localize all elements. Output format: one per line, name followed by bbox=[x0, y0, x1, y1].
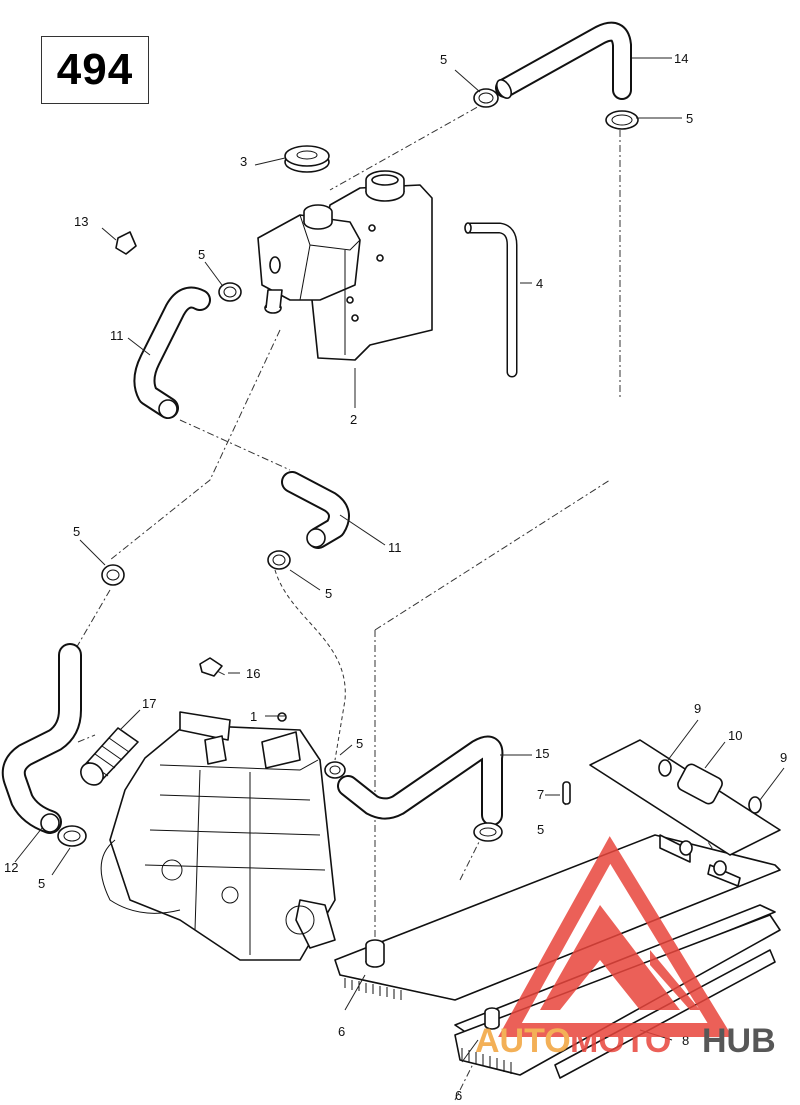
watermark-logo: AUTO MOTO HUB bbox=[475, 836, 776, 1060]
bellows-17 bbox=[80, 727, 139, 786]
reservoir-tank bbox=[257, 170, 433, 361]
radiator-lower-fins bbox=[461, 1048, 512, 1074]
radiator-upper bbox=[334, 834, 781, 1001]
callout-5-midleft: 5 bbox=[73, 524, 80, 539]
clamp-top bbox=[473, 88, 499, 108]
callout-14: 14 bbox=[674, 51, 688, 66]
watermark-text-auto: AUTO bbox=[475, 1022, 571, 1060]
fitting-13 bbox=[115, 231, 137, 255]
clamp-hose15 bbox=[473, 822, 503, 842]
hose-4 bbox=[464, 222, 518, 378]
callout-5-mid: 5 bbox=[325, 586, 332, 601]
callout-5-tank: 5 bbox=[198, 247, 205, 262]
callout-7: 7 bbox=[537, 787, 544, 802]
screw-7 bbox=[562, 781, 571, 805]
callout-3: 3 bbox=[240, 154, 247, 169]
hose-14 bbox=[495, 21, 632, 100]
callout-17: 17 bbox=[142, 696, 156, 711]
hose-15 bbox=[337, 735, 504, 826]
callout-5-hose12: 5 bbox=[38, 876, 45, 891]
watermark-triangle-icon bbox=[498, 836, 733, 1037]
callout-11-upper: 11 bbox=[110, 328, 124, 343]
hose-11-upper bbox=[133, 286, 211, 419]
callout-13: 13 bbox=[74, 214, 88, 229]
clamp-right-top bbox=[605, 110, 639, 130]
callout-5-top: 5 bbox=[440, 52, 447, 67]
sensor-16 bbox=[199, 657, 223, 677]
clamp-hose12 bbox=[57, 825, 87, 847]
clamp-mid bbox=[267, 550, 291, 570]
callout-6-lower: 6 bbox=[455, 1088, 462, 1103]
callouts: 1 2 3 4 5 5 5 5 5 5 5 5 6 6 7 8 9 9 10 1… bbox=[4, 51, 787, 1103]
callout-12: 12 bbox=[4, 860, 18, 875]
clamp-engine bbox=[324, 761, 346, 779]
clamps bbox=[57, 88, 639, 847]
pressure-cap bbox=[284, 145, 330, 173]
callout-9-right: 9 bbox=[780, 750, 787, 765]
coupler-10 bbox=[677, 763, 723, 805]
engine-block bbox=[100, 711, 336, 961]
callout-5-right: 5 bbox=[686, 111, 693, 126]
hose-12 bbox=[1, 643, 82, 834]
callout-9-left: 9 bbox=[694, 701, 701, 716]
clamp-mid-left bbox=[101, 564, 125, 586]
callout-2: 2 bbox=[350, 412, 357, 427]
callout-10: 10 bbox=[728, 728, 742, 743]
callout-5-hose15: 5 bbox=[537, 822, 544, 837]
page-number: 494 bbox=[56, 45, 134, 94]
callout-4: 4 bbox=[536, 276, 543, 291]
callout-15: 15 bbox=[535, 746, 549, 761]
watermark-text-moto: MOTO bbox=[570, 1022, 671, 1060]
hose-11-lower bbox=[281, 471, 350, 549]
clamp-tank bbox=[218, 282, 242, 302]
bracket-plate bbox=[589, 739, 781, 856]
callout-5-engine: 5 bbox=[356, 736, 363, 751]
page-number-box: 494 bbox=[41, 36, 149, 104]
callout-8: 8 bbox=[682, 1033, 689, 1048]
callout-11-lower: 11 bbox=[388, 540, 402, 555]
callout-1: 1 bbox=[250, 709, 257, 724]
callout-6-upper: 6 bbox=[338, 1024, 345, 1039]
callout-16: 16 bbox=[246, 666, 260, 681]
watermark-text-hub: HUB bbox=[702, 1022, 776, 1060]
